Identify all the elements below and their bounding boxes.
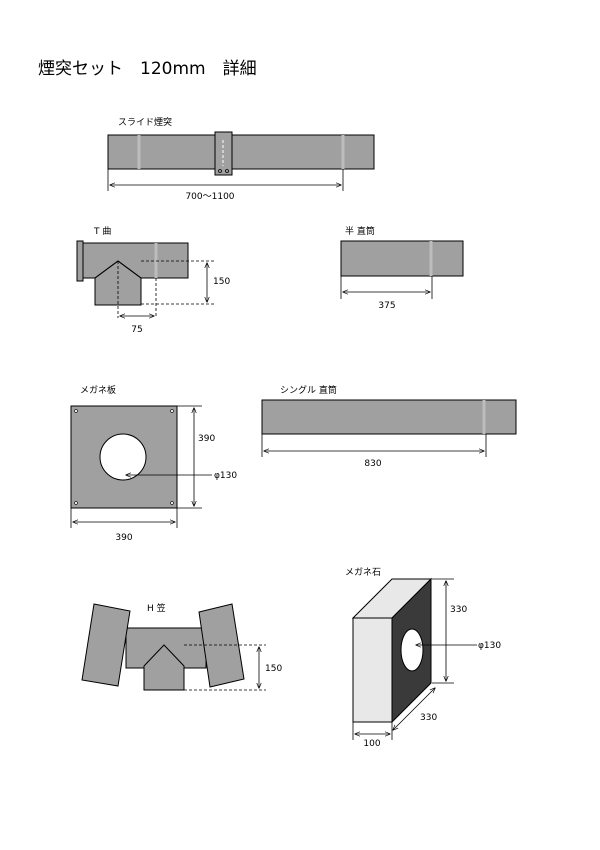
single-straight-dim: 830 — [364, 459, 381, 469]
h-cap-right-wing — [198, 603, 245, 688]
megane-plate-dim-hole: φ130 — [214, 471, 237, 481]
megane-plate-dim-width: 390 — [115, 533, 132, 543]
slide-chimney-label: スライド煙突 — [118, 116, 172, 128]
t-elbow-label: T 曲 — [93, 226, 111, 237]
h-cap-center-block — [143, 644, 185, 691]
megane-stone-front-face — [352, 617, 393, 723]
slide-chimney: スライド煙突 700〜1100 — [107, 116, 375, 202]
t-elbow-dim-width: 75 — [131, 325, 142, 335]
h-cap-dim-height: 150 — [265, 664, 282, 674]
megane-plate-screw — [170, 409, 174, 413]
h-cap-label: H 笠 — [147, 602, 166, 614]
slide-chimney-bolt — [225, 169, 229, 173]
slide-chimney-pipe — [107, 134, 375, 170]
megane-plate-screw — [74, 501, 78, 505]
half-straight-pipe: 半 直筒 375 — [340, 225, 464, 311]
megane-stone-label: メガネ石 — [345, 567, 381, 578]
slide-chimney-band — [214, 131, 233, 176]
megane-stone-dim-height: 330 — [450, 605, 467, 615]
megane-stone: メガネ石 330 φ130 330 100 — [345, 567, 501, 749]
megane-plate-screw — [74, 409, 78, 413]
megane-plate-screw — [170, 501, 174, 505]
half-straight-label: 半 直筒 — [345, 225, 375, 237]
half-straight-pipe-body — [340, 240, 464, 277]
slide-chimney-dim: 700〜1100 — [185, 192, 234, 202]
megane-stone-dim-hole: φ130 — [478, 641, 501, 651]
h-cap: H 笠 150 — [81, 602, 282, 691]
slide-chimney-bolt — [218, 169, 222, 173]
h-cap-left-wing — [81, 603, 131, 687]
t-elbow-flange — [76, 240, 84, 282]
megane-stone-hole — [400, 628, 424, 672]
megane-stone-dim-thickness: 100 — [363, 739, 380, 749]
megane-plate-label: メガネ板 — [80, 384, 116, 396]
megane-plate-dim-height: 390 — [198, 434, 215, 444]
half-straight-dim: 375 — [378, 301, 395, 311]
t-elbow-dim-height: 150 — [213, 277, 230, 287]
page-title: 煙突セット 120mm 詳細 — [38, 59, 257, 79]
megane-plate-hole — [99, 433, 147, 481]
t-elbow-main-pipe — [82, 242, 189, 279]
megane-stone-dim-line-depth — [393, 688, 435, 730]
single-straight-label: シングル 直筒 — [280, 384, 337, 396]
single-straight-pipe: シングル 直筒 830 — [261, 384, 517, 469]
megane-plate: メガネ板 390 390 φ130 — [70, 384, 237, 543]
single-straight-pipe-body — [261, 399, 517, 435]
megane-stone-dim-depth: 330 — [420, 713, 437, 723]
t-elbow: T 曲 150 75 — [76, 226, 230, 335]
